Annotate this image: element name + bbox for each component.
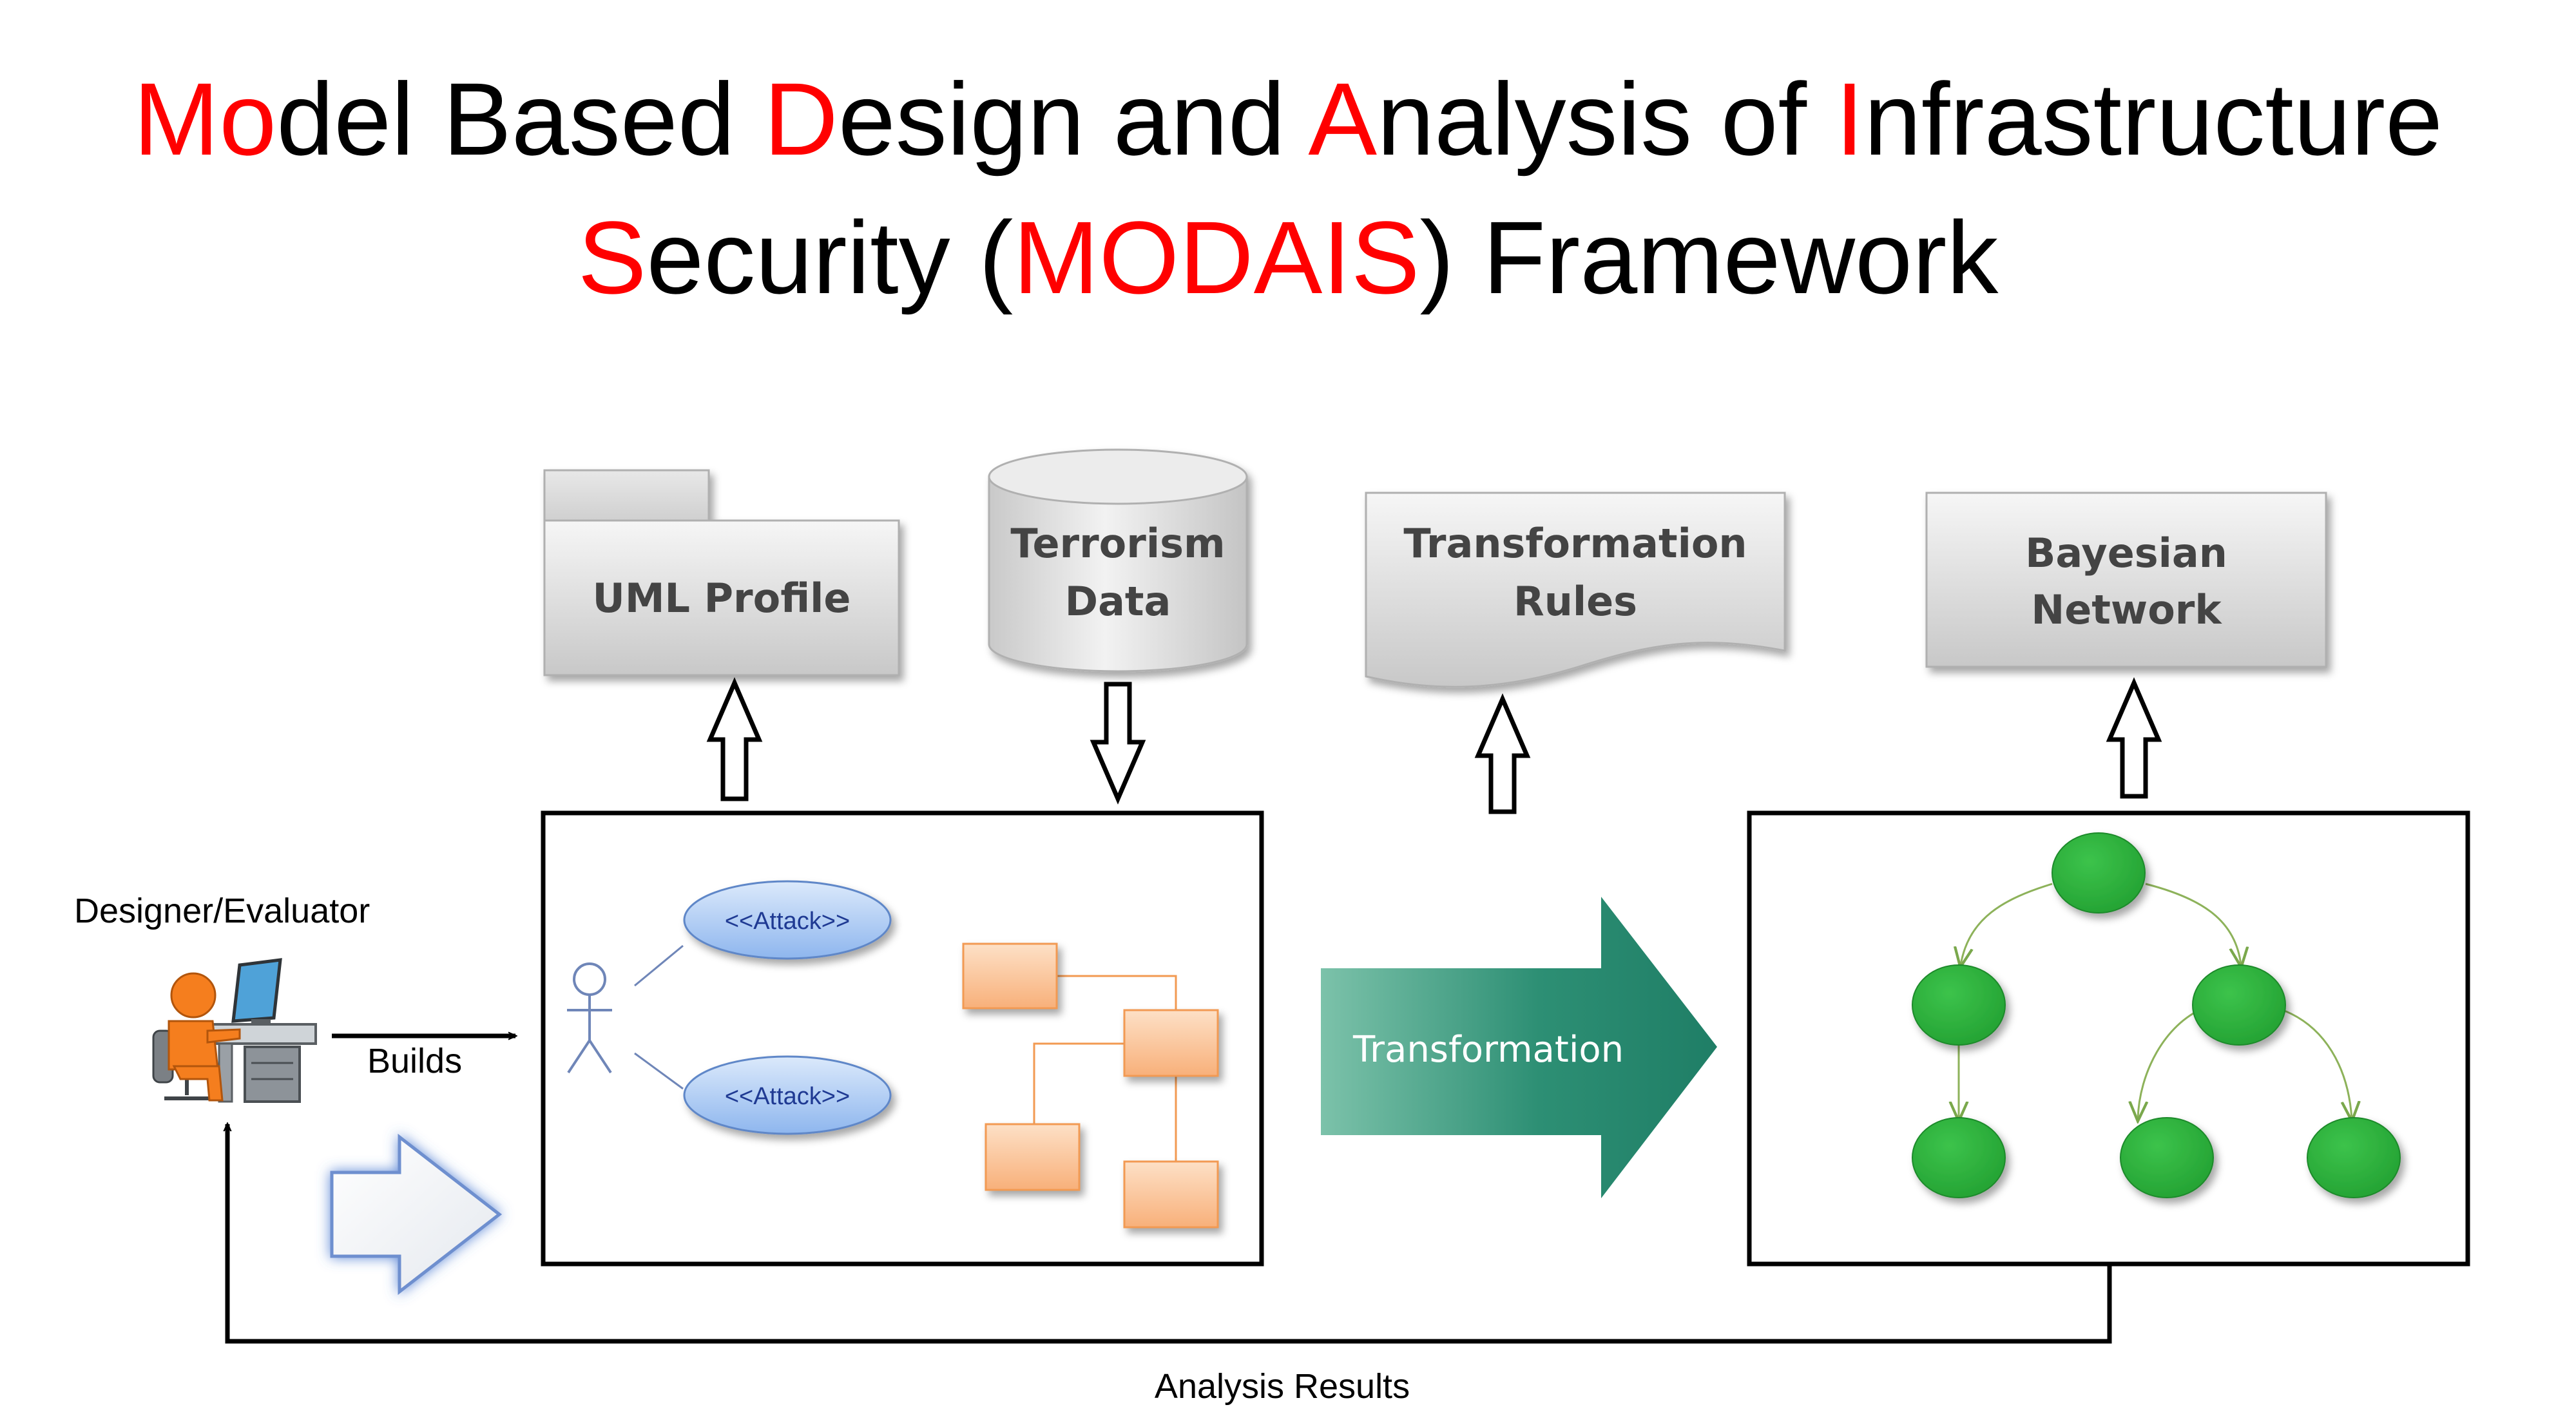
transformation-rules-label-1: Transformation bbox=[1403, 520, 1747, 567]
class-box-3 bbox=[985, 1123, 1081, 1191]
bn-node-left bbox=[1912, 964, 2006, 1046]
bayesian-network-artifact bbox=[1925, 492, 2327, 668]
attack-usecase-1-label: <<Attack>> bbox=[725, 908, 850, 935]
class-box-2 bbox=[1123, 1009, 1219, 1077]
title-line-1-segment-4: A bbox=[1308, 61, 1377, 177]
transformation-rules-document bbox=[1365, 492, 1786, 688]
transformation-rules-artifact bbox=[1365, 492, 1786, 688]
bayesian-network-nodes bbox=[1912, 832, 2401, 1198]
terrorism-data-artifact bbox=[988, 448, 1248, 673]
class-box-1 bbox=[962, 942, 1058, 1009]
title-line-1: Model Based Design and Analysis of Infra… bbox=[133, 61, 2443, 177]
designer-at-computer-icon bbox=[152, 958, 317, 1103]
title-line-2-segment-1: ecurity ( bbox=[646, 200, 1013, 315]
builds-label: Builds bbox=[367, 1042, 462, 1080]
class-box-4 bbox=[1123, 1160, 1219, 1229]
transformation-arrow bbox=[1321, 897, 1717, 1198]
analysis-results-feedback-path bbox=[227, 1124, 2112, 1344]
actor-association-2 bbox=[634, 1052, 684, 1090]
bn-edge-root-left bbox=[1961, 883, 2053, 965]
bn-edge-right-middle bbox=[2138, 1007, 2204, 1119]
uml-profile-folder-body bbox=[543, 519, 900, 676]
title-line-2: Security (MODAIS) Framework bbox=[578, 200, 1999, 315]
attack-usecase-2-label: <<Attack>> bbox=[725, 1083, 850, 1110]
attack-usecase-2 bbox=[683, 1055, 892, 1135]
uml-profile-folder-tab bbox=[543, 469, 710, 523]
terrorism-data-label-1: Terrorism bbox=[1010, 520, 1225, 567]
transformation-label: Transformation bbox=[1352, 1029, 1624, 1071]
terrorism-data-cylinder-body bbox=[988, 475, 1248, 673]
title-line-1-segment-3: esign and bbox=[838, 61, 1309, 177]
title-line-1-segment-7: nfrastructure bbox=[1864, 61, 2443, 177]
bayesian-network-label-2: Network bbox=[2031, 586, 2222, 633]
title-line-2-segment-0: S bbox=[578, 200, 647, 315]
title-line-1-segment-2: D bbox=[764, 61, 838, 177]
decorative-block-arrow-icon bbox=[330, 1133, 503, 1296]
bayesian-network-edges bbox=[1959, 883, 2352, 1119]
up-arrow-to-bayesian-network bbox=[2106, 677, 2162, 799]
transformation-rules-label-2: Rules bbox=[1514, 578, 1637, 625]
terrorism-data-label-2: Data bbox=[1065, 578, 1171, 625]
bn-edge-right-leaf bbox=[2277, 1007, 2352, 1119]
bn-edge-root-right bbox=[2145, 883, 2241, 965]
designer-evaluator-label: Designer/Evaluator bbox=[74, 892, 370, 930]
bayesian-network-box bbox=[1925, 492, 2327, 668]
title-line-1-segment-1: del Based bbox=[276, 61, 764, 177]
bayesian-network-label-1: Bayesian bbox=[2025, 530, 2227, 577]
uml-profile-artifact bbox=[543, 469, 900, 676]
up-arrow-to-transformation-rules bbox=[1474, 693, 1531, 814]
actor-association-1 bbox=[634, 944, 684, 987]
bn-node-leaf-3 bbox=[2307, 1117, 2401, 1198]
analysis-results-label: Analysis Results bbox=[1155, 1367, 1410, 1406]
bn-node-right bbox=[2192, 964, 2286, 1046]
class-diagram-connectors bbox=[1033, 975, 1177, 1162]
title-line-1-segment-6: I bbox=[1835, 61, 1863, 177]
class-diagram bbox=[962, 942, 1219, 1229]
title-line-2-segment-2: MODAIS bbox=[1013, 200, 1419, 315]
uml-profile-label: UML Profile bbox=[592, 575, 851, 622]
bn-node-leaf-1 bbox=[1912, 1117, 2006, 1198]
terrorism-data-cylinder-top bbox=[988, 448, 1248, 505]
bn-node-leaf-2 bbox=[2120, 1117, 2214, 1198]
attack-usecase-1 bbox=[683, 880, 892, 960]
title-line-1-segment-5: nalysis of bbox=[1377, 61, 1835, 177]
uml-actor bbox=[567, 962, 612, 1074]
up-arrow-to-uml-profile bbox=[706, 677, 763, 801]
title-line-1-segment-0: Mo bbox=[133, 61, 276, 177]
title-line-2-segment-3: ) Framework bbox=[1420, 200, 1999, 315]
bn-node-root bbox=[2052, 832, 2146, 914]
down-arrow-from-terrorism-data bbox=[1090, 682, 1146, 805]
